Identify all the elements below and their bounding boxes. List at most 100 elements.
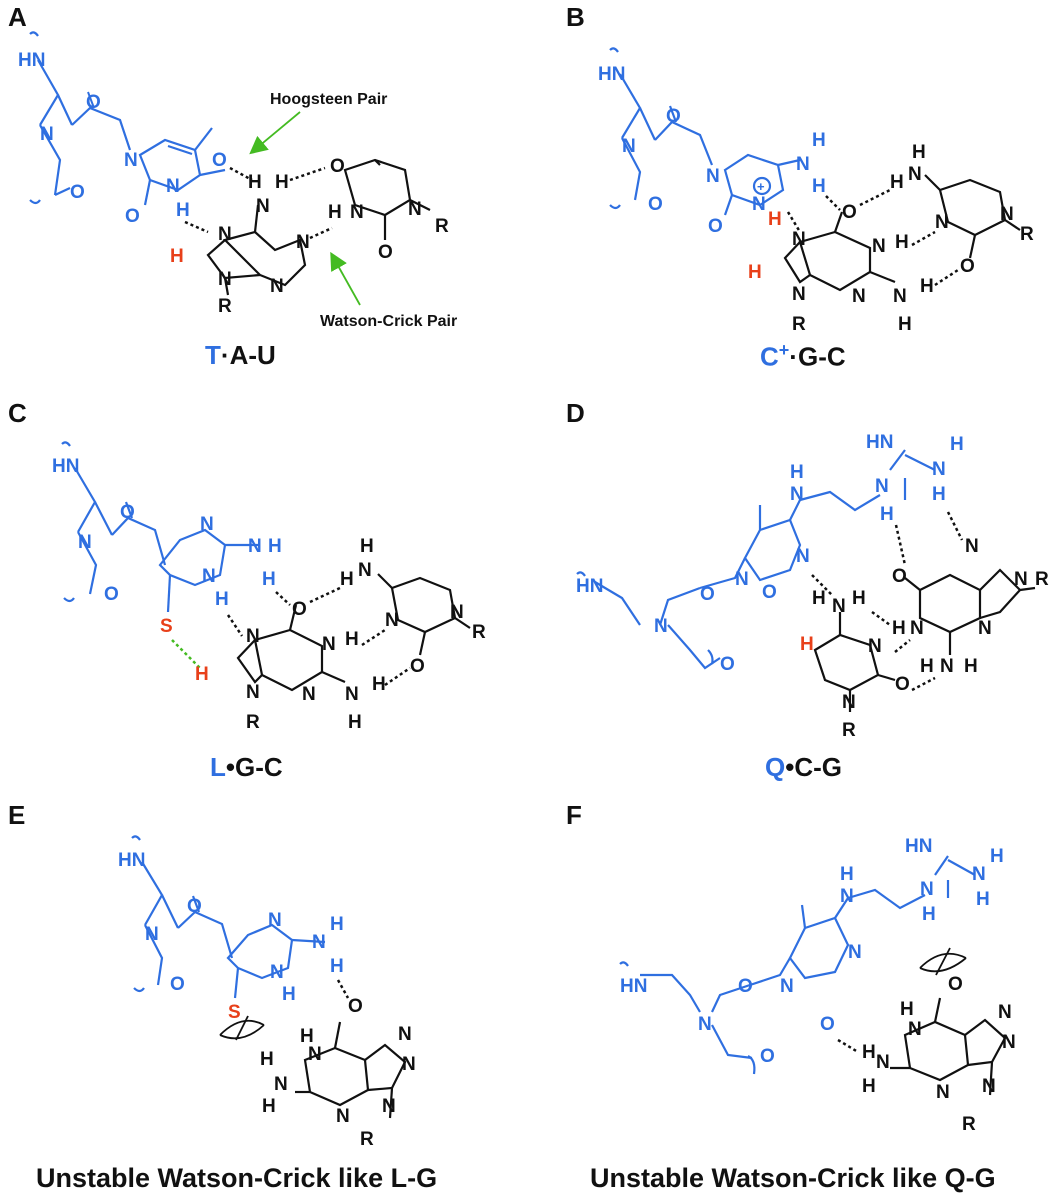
- panel-d-o3: O: [762, 582, 777, 603]
- panel-c-o4: O: [410, 656, 425, 677]
- panel-a-adenine: [206, 204, 307, 296]
- panel-b-n2: N: [706, 166, 720, 187]
- structures-diagram: HN N O O N O N H O H N N R N H H N N O: [18, 31, 1049, 1150]
- panel-a-n6: N: [256, 196, 270, 217]
- caption-b: C+·G-C: [760, 340, 846, 373]
- panel-label-b: B: [566, 2, 585, 32]
- panel-b-h7: H: [890, 172, 904, 193]
- panel-f-n6: N: [972, 864, 986, 885]
- panel-a-n7: N: [296, 232, 310, 253]
- panel-a-o4: O: [125, 206, 140, 227]
- panel-f-n4: N: [840, 886, 854, 907]
- panel-a-n8: N: [270, 276, 284, 297]
- panel-c-h1: H: [268, 536, 282, 557]
- panel-b-n5: N: [792, 229, 806, 250]
- panel-c-h5: H: [372, 674, 386, 695]
- panel-c-s-bond: [171, 639, 201, 669]
- caption-b-sup: +: [778, 340, 790, 360]
- panel-a-n2: N: [124, 150, 138, 171]
- panel-b-n1: N: [622, 136, 636, 157]
- panel-c-n4: N: [202, 566, 216, 587]
- panel-e-structure: HN N O O N N H H N H S O H N N N N N R H: [118, 835, 416, 1150]
- panel-a-backbone: [29, 31, 226, 206]
- panel-b-hbonds: [786, 188, 959, 287]
- caption-a-sep: ·: [220, 340, 230, 370]
- panel-label-a: A: [8, 2, 27, 32]
- panel-b-h1: H: [812, 130, 826, 151]
- panel-f-n1: N: [698, 1014, 712, 1035]
- panel-a-o1: O: [86, 92, 101, 113]
- panel-a-h-red: H: [170, 246, 184, 267]
- panel-c-n8: N: [302, 684, 316, 705]
- panel-d-n1: N: [654, 616, 668, 637]
- panel-e-s: S: [228, 1002, 241, 1023]
- panel-label-c: C: [8, 398, 27, 428]
- panel-b-n3: N: [752, 194, 766, 215]
- panel-f-n9: N: [1002, 1032, 1016, 1053]
- panel-label-d: D: [566, 398, 585, 428]
- panel-f-backbone: [619, 855, 976, 1075]
- panel-b-o3: O: [708, 216, 723, 237]
- panel-c-backbone: [61, 441, 260, 613]
- panel-label-f: F: [566, 800, 582, 830]
- panel-f-o1: O: [738, 976, 753, 997]
- panel-d-h5: H: [812, 588, 826, 609]
- panel-d-h2: H: [880, 504, 894, 525]
- panel-e-n6: N: [398, 1024, 412, 1045]
- panel-d-n3: N: [796, 546, 810, 567]
- panel-c-h2: H: [262, 569, 276, 590]
- caption-e: Unstable Watson-Crick like L-G: [36, 1163, 438, 1193]
- panel-f-h6: H: [862, 1042, 876, 1063]
- panel-b-r1: R: [792, 314, 806, 335]
- panel-b-guanine: [783, 211, 896, 292]
- panel-b-r2: R: [1020, 224, 1034, 245]
- panel-d-h7: H: [892, 618, 906, 639]
- panel-a-watson-arrow: [330, 251, 361, 306]
- panel-f-n2: N: [780, 976, 794, 997]
- panel-e-n10: N: [274, 1074, 288, 1095]
- caption-f: Unstable Watson-Crick like Q-G: [590, 1163, 996, 1193]
- panel-b-h2: H: [812, 176, 826, 197]
- panel-a-n5: N: [218, 269, 232, 290]
- panel-a-n3: N: [166, 176, 180, 197]
- panel-c-n6: N: [246, 682, 260, 703]
- panel-f-structure: HN N O O N O N N H HN N H N H H H N O N …: [619, 836, 1016, 1135]
- panel-b-cytosine: [924, 174, 1021, 259]
- panel-b-o1: O: [666, 106, 681, 127]
- panel-d-o4: O: [895, 674, 910, 695]
- panel-d-h4: H: [932, 484, 946, 505]
- panel-c-structure: HN N O O N N H H N H S H N N R O N H N N…: [52, 441, 486, 733]
- panel-d-h1: H: [790, 462, 804, 483]
- panel-d-n10: N: [965, 536, 979, 557]
- panel-d-h-red: H: [800, 634, 814, 655]
- panel-f-h1: H: [840, 864, 854, 885]
- panel-c-s: S: [160, 616, 173, 637]
- panel-a-h3: H: [275, 172, 289, 193]
- panel-d-h8: H: [920, 656, 934, 677]
- panel-f-hn2: HN: [905, 836, 932, 857]
- panel-d-h6: H: [852, 588, 866, 609]
- panel-d-backbone: [576, 449, 936, 670]
- panel-c-h3: H: [215, 589, 229, 610]
- panel-d-h3: H: [950, 434, 964, 455]
- panel-d-hn: HN: [576, 576, 603, 597]
- panel-b-h4: H: [920, 276, 934, 297]
- panel-c-n2: N: [200, 514, 214, 535]
- panel-a-h1: H: [176, 200, 190, 221]
- panel-c-h4: H: [345, 629, 359, 650]
- panel-d-n11: N: [1014, 569, 1028, 590]
- caption-c-black: G-C: [235, 752, 283, 782]
- panel-e-hn: HN: [118, 850, 145, 871]
- panel-b-h3: H: [895, 232, 909, 253]
- panel-a-n9: N: [350, 202, 364, 223]
- panel-c-r2: R: [472, 622, 486, 643]
- panel-e-o1: O: [187, 896, 202, 917]
- caption-d: Q•C-G: [765, 752, 842, 783]
- panel-d-n9: N: [842, 692, 856, 713]
- panel-f-hn: HN: [620, 976, 647, 997]
- panel-d-o5: O: [892, 566, 907, 587]
- panel-b-n12: N: [1000, 204, 1014, 225]
- caption-d-blue: Q: [765, 752, 786, 782]
- panel-a-hoogsteen-arrow: [249, 111, 301, 155]
- panel-f-o4: O: [948, 974, 963, 995]
